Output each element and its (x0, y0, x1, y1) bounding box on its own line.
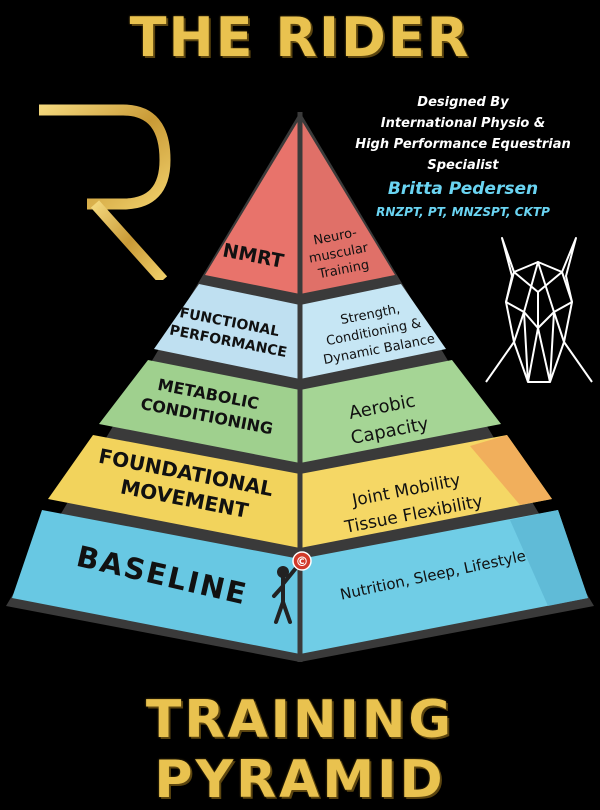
credits-block: Designed By International Physio & High … (330, 92, 596, 223)
svg-text:©: © (296, 555, 309, 570)
tier-metabolic-right (300, 360, 501, 463)
r-monogram-logo (39, 104, 171, 280)
credits-line-designed: Designed By (417, 95, 509, 110)
tier-functional-left (154, 284, 300, 379)
designer-name: Britta Pedersen (387, 179, 539, 199)
tier-functional-label: FUNCTIONAL PERFORMANCE (168, 304, 292, 361)
credits-line-specialist: High Performance Equestrian Specialist (355, 137, 571, 173)
tier-foundational-left (48, 435, 300, 548)
tier-baseline-left (12, 510, 300, 654)
credits-line-physio: International Physio & (380, 116, 546, 131)
tier-nmrt-left (205, 118, 300, 294)
poster-title: THE RIDER (129, 6, 471, 69)
tier-baseline-right (300, 510, 588, 654)
training-pyramid: NMRT FUNCTIONAL PERFORMANCE METABOLIC CO… (6, 112, 594, 662)
tier-metabolic-left (99, 360, 300, 463)
designer-qualifications: RNZPT, PT, MNZSPT, CKTP (376, 205, 550, 219)
copyright-figure-icon: © (272, 551, 312, 624)
tier-nmrt-right (300, 118, 395, 294)
tier-functional-right (300, 284, 446, 379)
geometric-horse-head-icon (485, 237, 593, 383)
pyramid-poster: THE RIDER Designed By International Phys… (6, 6, 596, 810)
poster-subtitle: TRAINING PYRAMID (145, 690, 455, 810)
